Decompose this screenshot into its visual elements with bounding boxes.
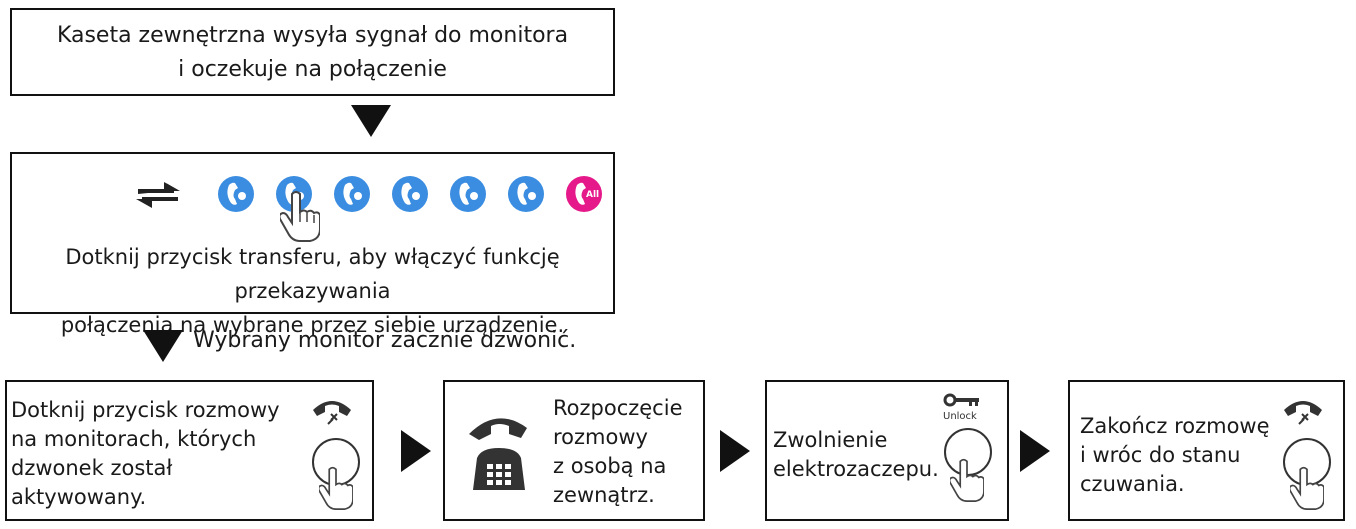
arrow-down-2 <box>143 330 183 362</box>
step-4-text: Rozpoczęcie rozmowy z osobą na zewnątrz. <box>553 396 683 507</box>
call-icons-row: All <box>218 176 618 216</box>
telephone-icon <box>469 418 527 490</box>
arrow-right-1 <box>401 430 431 472</box>
ring-note: Wybrany monitor zacznie dzwonić. <box>193 328 577 353</box>
transfer-icon <box>136 182 180 208</box>
transfer-monitor-1-icon[interactable] <box>218 176 254 212</box>
step-3-box: Dotknij przycisk rozmowy na monitorach, … <box>5 380 374 521</box>
step-6-box: Zakończ rozmowę i wróc do stanu czuwania… <box>1068 380 1345 521</box>
unlock-button[interactable] <box>944 428 992 476</box>
step-3-text: Dotknij przycisk rozmowy na monitorach, … <box>11 398 280 509</box>
handset-icon <box>313 401 351 425</box>
hand-pointer-icon <box>950 458 984 502</box>
arrow-right-2 <box>720 430 750 472</box>
step-1-box: Kaseta zewnętrzna wysyła sygnał do monit… <box>10 8 615 96</box>
step-1-line-1: Kaseta zewnętrzna wysyła sygnał do monit… <box>56 23 569 48</box>
arrow-down-1 <box>351 105 391 137</box>
step-4-box: Rozpoczęcie rozmowy z osobą na zewnątrz. <box>443 380 705 521</box>
transfer-monitor-3-icon[interactable] <box>334 176 370 212</box>
transfer-monitor-6-icon[interactable] <box>508 176 544 212</box>
step-1-text: Kaseta zewnętrzna wysyła sygnał do monit… <box>12 19 613 87</box>
key-icon <box>943 393 979 407</box>
handset-icon <box>1284 401 1322 425</box>
hand-pointer-icon <box>1290 466 1324 510</box>
step-5-text: Zwolnienie elektrozaczepu. <box>773 428 939 481</box>
hand-pointer-icon <box>319 466 353 510</box>
transfer-all-icon[interactable]: All <box>566 176 602 212</box>
unlock-label: Unlock <box>943 411 977 422</box>
transfer-monitor-4-icon[interactable] <box>392 176 428 212</box>
step-1-line-2: i oczekuje na połączenie <box>178 57 447 82</box>
transfer-monitor-5-icon[interactable] <box>450 176 486 212</box>
step-2-box: All Dotknij przycisk transferu, aby włąc… <box>10 152 618 337</box>
step-5-box: Zwolnienie elektrozaczepu. Unlock <box>765 380 1009 521</box>
hand-pointer-icon <box>280 191 320 242</box>
step-6-text: Zakończ rozmowę i wróc do stanu czuwania… <box>1080 414 1270 496</box>
step-2-text: Dotknij przycisk transferu, aby włączyć … <box>12 240 613 342</box>
arrow-right-3 <box>1020 430 1050 472</box>
svg-text:All: All <box>586 190 599 200</box>
step-2-line-1: Dotknij przycisk transferu, aby włączyć … <box>65 245 560 303</box>
